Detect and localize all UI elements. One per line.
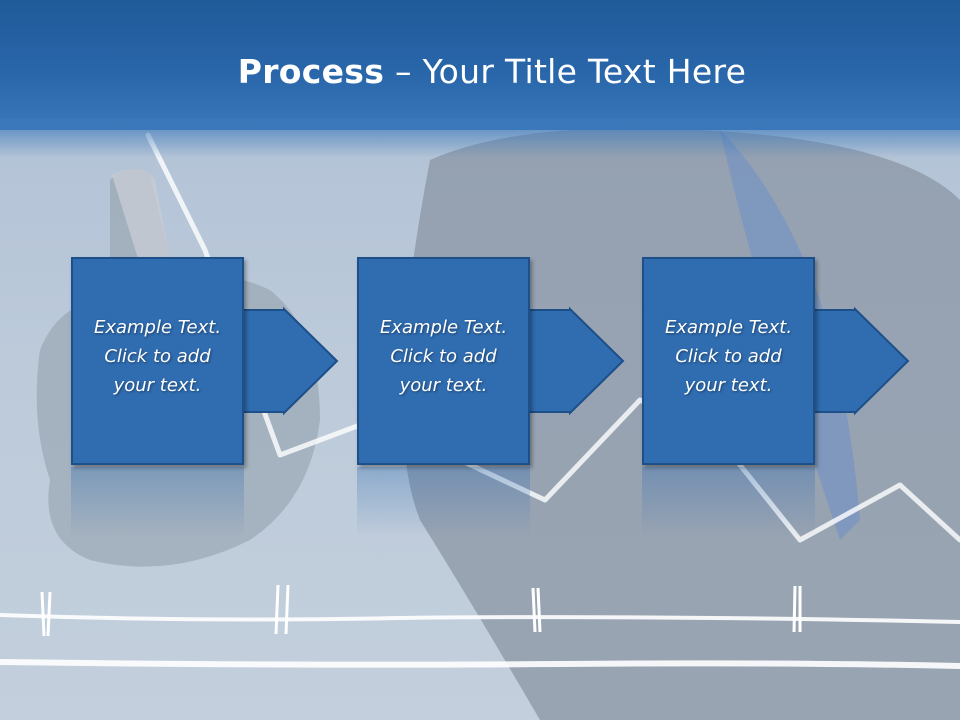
title-separator: – [384,52,423,91]
tick-mark [531,587,542,633]
step-text[interactable]: Example Text. Click to add your text. [71,313,244,400]
tick-mark [792,585,802,633]
step-reflection [71,467,244,537]
step-reflection [357,467,530,537]
step-text[interactable]: Example Text. Click to add your text. [642,313,815,400]
arrow-right-icon [241,306,339,416]
tick-mark [40,591,52,637]
step-box[interactable] [357,257,530,465]
step-text-line: Click to add [675,346,782,367]
step-text-line: Example Text. [379,317,508,338]
step-box[interactable] [71,257,244,465]
step-text[interactable]: Example Text. Click to add your text. [357,313,530,400]
slide-title[interactable]: Process – Your Title Text Here [0,52,960,91]
step-text-line: Click to add [390,346,497,367]
title-band [0,0,960,130]
tick-mark [274,584,290,635]
step-text-line: Example Text. [93,317,222,338]
step-box[interactable] [642,257,815,465]
step-reflection [642,467,815,537]
finger-shape [112,168,170,265]
step-text-line: your text. [684,375,773,396]
axis-line-lower [0,659,960,669]
arrow-right-icon [812,306,910,416]
step-text-line: Click to add [104,346,211,367]
step-text-line: your text. [113,375,202,396]
axis-line-upper [0,613,960,624]
arrow-right-icon [527,306,625,416]
title-rest: Your Title Text Here [422,52,747,91]
title-fade [0,118,960,158]
title-bold-word: Process [237,52,385,91]
step-text-line: Example Text. [664,317,793,338]
step-text-line: your text. [399,375,488,396]
